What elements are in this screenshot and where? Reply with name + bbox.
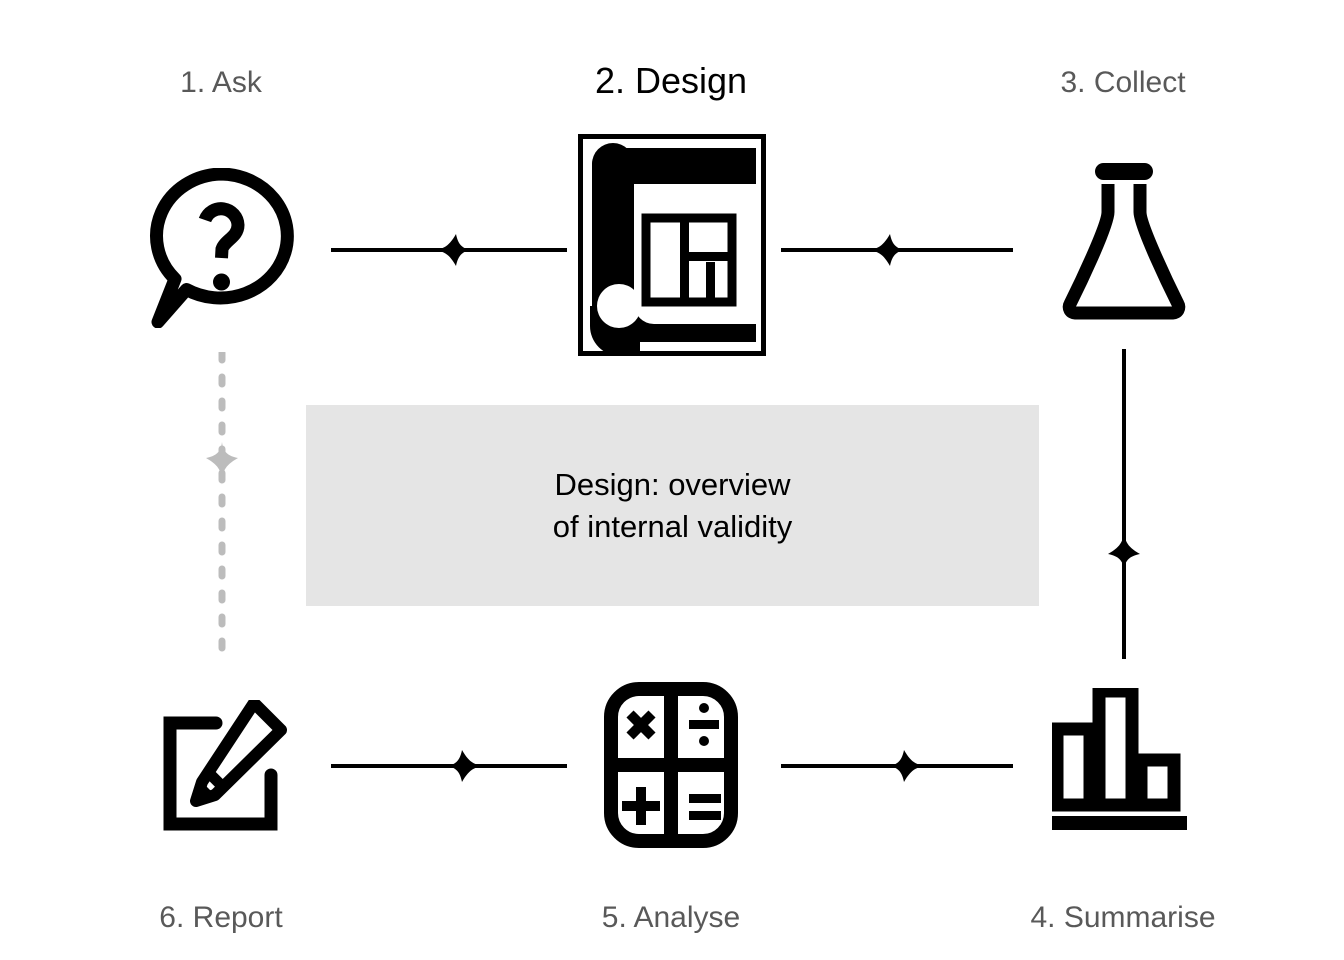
- connector-design-to-collect: [780, 228, 1014, 272]
- connector-ask-to-design: [330, 228, 568, 272]
- center-note-line-1: Design: overview: [554, 466, 791, 502]
- center-note-panel: Design: overview of internal validity: [306, 405, 1039, 606]
- connector-report-to-ask: [200, 352, 244, 664]
- step-label-collect: 3. Collect: [1060, 66, 1186, 99]
- center-note-line-2: of internal validity: [552, 508, 793, 544]
- speech-bubble-question-icon: [148, 168, 294, 328]
- step-label-summarise: 4. Summarise: [1030, 901, 1216, 934]
- connector-analyse-to-report: [330, 744, 568, 788]
- step-label-design: 2. Design: [594, 60, 748, 101]
- center-note-text: Design: overview of internal validity: [553, 464, 793, 548]
- blueprint-icon: [578, 134, 766, 356]
- step-label-ask: 1. Ask: [180, 66, 262, 99]
- flask-icon: [1062, 160, 1186, 328]
- calculator-icon: [604, 682, 738, 848]
- connector-collect-to-summarise: [1102, 348, 1146, 660]
- document-pencil-icon: [158, 700, 294, 836]
- bar-chart-icon: [1052, 688, 1192, 836]
- step-label-report: 6. Report: [159, 901, 283, 934]
- connector-summarise-to-analyse: [780, 744, 1014, 788]
- step-label-analyse: 5. Analyse: [601, 901, 741, 934]
